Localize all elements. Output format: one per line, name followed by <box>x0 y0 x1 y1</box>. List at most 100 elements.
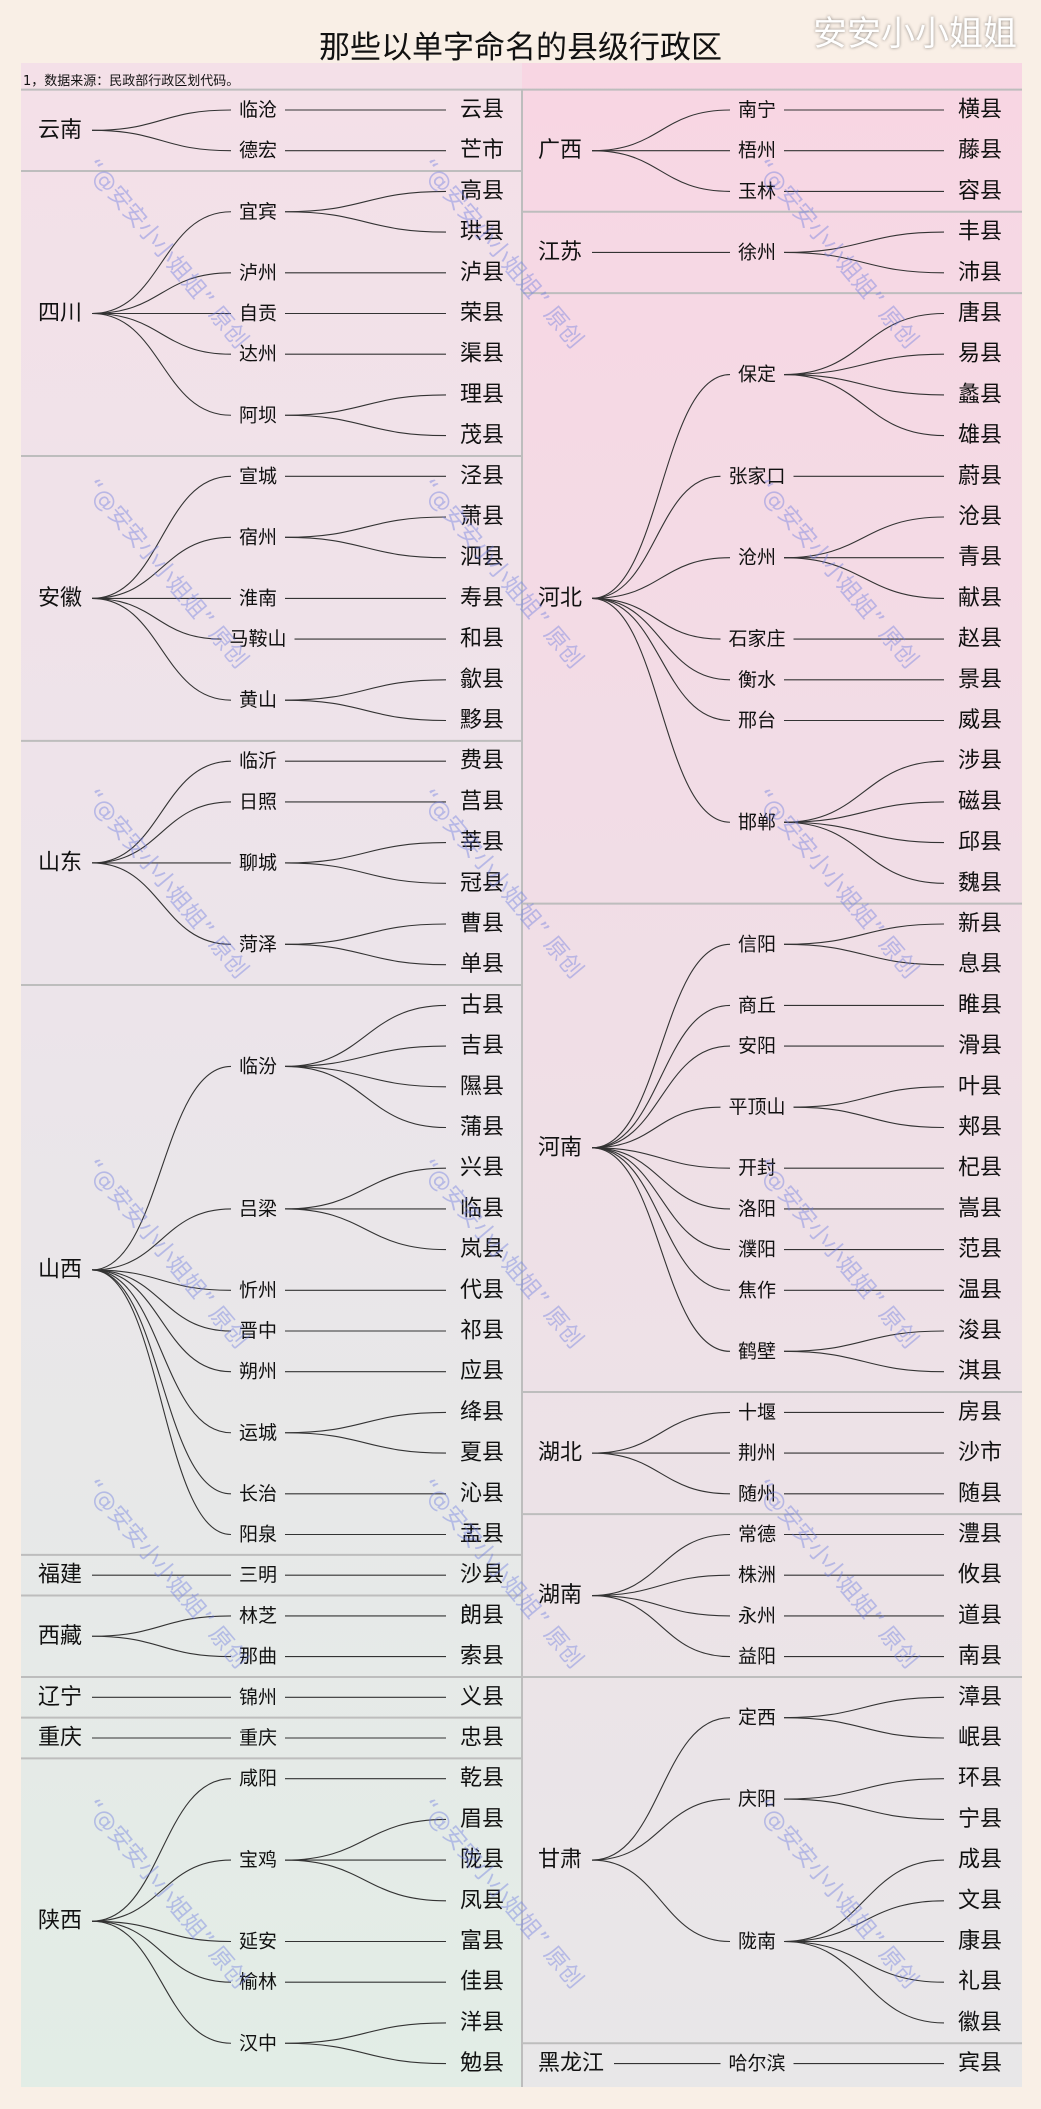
province-label: 河北 <box>538 586 582 611</box>
county-label: 荣县 <box>460 301 504 326</box>
county-label: 泗县 <box>460 545 504 570</box>
city-label: 安阳 <box>738 1035 776 1057</box>
city-county-link <box>783 1798 945 1820</box>
city-county-link <box>284 394 447 416</box>
county-label: 景县 <box>958 667 1002 692</box>
city-county-link <box>783 231 945 253</box>
county-label: 威县 <box>958 708 1002 733</box>
city-label: 三明 <box>239 1564 277 1586</box>
county-label: 富县 <box>460 1929 504 1954</box>
city-county-link <box>284 1065 447 1129</box>
city-label: 阳泉 <box>239 1524 277 1546</box>
city-label: 黄山 <box>239 689 277 711</box>
diagram-panel-right <box>522 63 1022 2087</box>
province-label: 陕西 <box>38 1909 82 1934</box>
county-label: 环县 <box>958 1766 1002 1791</box>
city-label: 随州 <box>738 1483 776 1505</box>
province-city-link <box>91 475 232 599</box>
province-city-link <box>91 1269 232 1332</box>
province-city-link <box>91 109 232 131</box>
city-label: 焦作 <box>738 1279 776 1301</box>
province-label: 重庆 <box>38 1726 82 1751</box>
county-label: 新县 <box>958 912 1002 937</box>
province-label: 广西 <box>538 138 582 163</box>
province-city-link <box>91 1635 232 1658</box>
city-label: 汉中 <box>239 2032 277 2054</box>
county-label: 夏县 <box>460 1441 504 1466</box>
city-county-link <box>783 1940 945 1983</box>
city-county-link <box>793 1106 945 1129</box>
county-label: 绛县 <box>460 1400 504 1425</box>
county-label: 岷县 <box>958 1726 1002 1751</box>
province-city-link <box>591 1859 731 1943</box>
city-label: 保定 <box>738 364 776 386</box>
county-label: 佳县 <box>460 1970 504 1995</box>
province-label: 山东 <box>38 850 82 875</box>
county-label: 单县 <box>460 952 504 977</box>
city-county-link <box>284 842 447 864</box>
city-county-link <box>783 1350 945 1373</box>
province-city-link <box>91 312 232 355</box>
province-city-link <box>91 1208 232 1271</box>
province-label: 四川 <box>38 301 82 326</box>
county-label: 邱县 <box>958 830 1002 855</box>
city-label: 鹤壁 <box>738 1340 776 1362</box>
province-label: 辽宁 <box>38 1685 82 1710</box>
province-city-link <box>591 1045 731 1149</box>
county-label: 宾县 <box>958 2051 1002 2076</box>
county-label: 渠县 <box>460 342 504 367</box>
city-label: 晋中 <box>239 1320 277 1342</box>
province-city-link <box>591 597 731 722</box>
city-county-link <box>783 1330 945 1352</box>
city-label: 吕梁 <box>239 1198 277 1220</box>
county-label: 勉县 <box>460 2051 504 2076</box>
city-label: 马鞍山 <box>229 628 286 650</box>
province-label: 湖北 <box>538 1441 582 1466</box>
province-city-link <box>591 1147 731 1291</box>
county-label: 祁县 <box>460 1319 504 1344</box>
county-label: 芒市 <box>460 138 504 163</box>
city-label: 阿坝 <box>239 404 277 426</box>
county-label: 蒲县 <box>460 1115 504 1140</box>
province-city-link <box>591 1595 731 1658</box>
county-label: 朗县 <box>460 1603 504 1628</box>
county-label: 冠县 <box>460 871 504 896</box>
county-label: 易县 <box>958 342 1002 367</box>
city-county-link <box>284 1859 447 1902</box>
province-city-link <box>91 1065 232 1271</box>
province-city-link <box>591 475 721 599</box>
city-label: 庆阳 <box>738 1788 776 1810</box>
city-county-link <box>783 1900 945 1943</box>
county-label: 蠡县 <box>958 382 1002 407</box>
county-label: 乾县 <box>460 1766 504 1791</box>
county-label: 容县 <box>958 179 1002 204</box>
city-county-link <box>284 414 447 437</box>
county-label: 徽县 <box>958 2010 1002 2035</box>
county-label: 丰县 <box>958 220 1002 245</box>
city-county-link <box>783 374 945 437</box>
county-label: 南县 <box>958 1644 1002 1669</box>
city-label: 宜宾 <box>239 201 277 223</box>
city-county-link <box>783 923 945 945</box>
province-city-link <box>591 1533 731 1597</box>
province-city-link <box>91 536 232 599</box>
city-label: 重庆 <box>239 1727 277 1749</box>
province-city-link <box>91 211 232 315</box>
county-label: 兴县 <box>460 1156 504 1181</box>
city-label: 石家庄 <box>728 628 785 650</box>
county-label: 隰县 <box>460 1074 504 1099</box>
city-label: 宣城 <box>239 465 277 487</box>
county-label: 成县 <box>958 1848 1002 1873</box>
city-county-link <box>783 516 945 559</box>
city-label: 林芝 <box>239 1605 277 1627</box>
city-label: 濮阳 <box>738 1239 776 1261</box>
city-county-link <box>783 821 945 884</box>
county-label: 息县 <box>958 952 1002 977</box>
province-city-link <box>591 150 731 192</box>
county-label: 淇县 <box>958 1359 1002 1384</box>
city-label: 朔州 <box>239 1361 277 1383</box>
city-county-link <box>783 374 945 396</box>
province-city-link <box>91 1269 232 1495</box>
city-label: 梧州 <box>738 140 776 162</box>
county-label: 献县 <box>958 586 1002 611</box>
